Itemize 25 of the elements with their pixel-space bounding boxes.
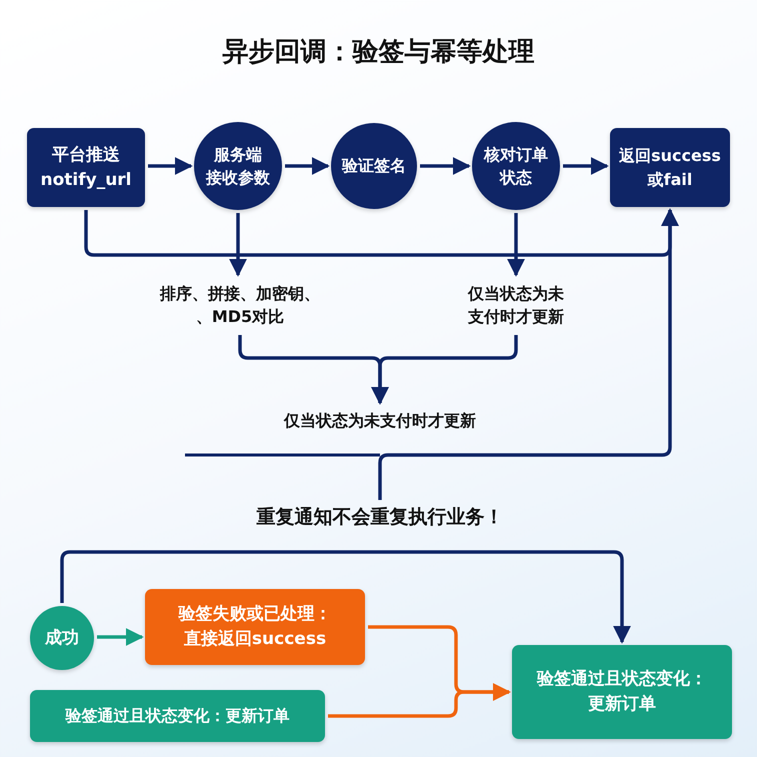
process-box: 返回success 或fail <box>610 128 730 207</box>
arrow <box>285 157 330 175</box>
warning-text: 重复通知不会重复执行业务！ <box>210 503 550 533</box>
arrow <box>97 628 144 646</box>
note-text: 仅当状态为未支付时才更新 <box>446 278 586 332</box>
note-text: 仅当状态为未支付时才更新 <box>230 406 530 436</box>
result-box: 验签失败或已处理：直接返回success <box>145 589 365 665</box>
process-circle: 服务端接收参数 <box>194 122 282 210</box>
arrow <box>148 157 193 175</box>
process-box: 平台推送 notify_url <box>27 128 145 207</box>
result-box: 验签通过且状态变化：更新订单 <box>512 645 732 739</box>
note-text: 排序、拼接、加密钥、、MD5对比 <box>135 278 345 332</box>
arrow <box>229 213 247 277</box>
arrow <box>378 208 679 500</box>
arrow <box>420 157 471 175</box>
arrow <box>507 213 525 277</box>
arrow <box>371 335 518 405</box>
arrow <box>563 157 609 175</box>
process-circle: 核对订单状态 <box>472 122 560 210</box>
arrow <box>60 550 631 644</box>
start-circle: 成功 <box>30 606 94 670</box>
arrow <box>328 683 511 718</box>
title: 异步回调：验签与幂等处理 <box>222 36 536 69</box>
result-bar: 验签通过且状态变化：更新订单 <box>30 690 325 742</box>
process-circle: 验证签名 <box>331 123 417 209</box>
